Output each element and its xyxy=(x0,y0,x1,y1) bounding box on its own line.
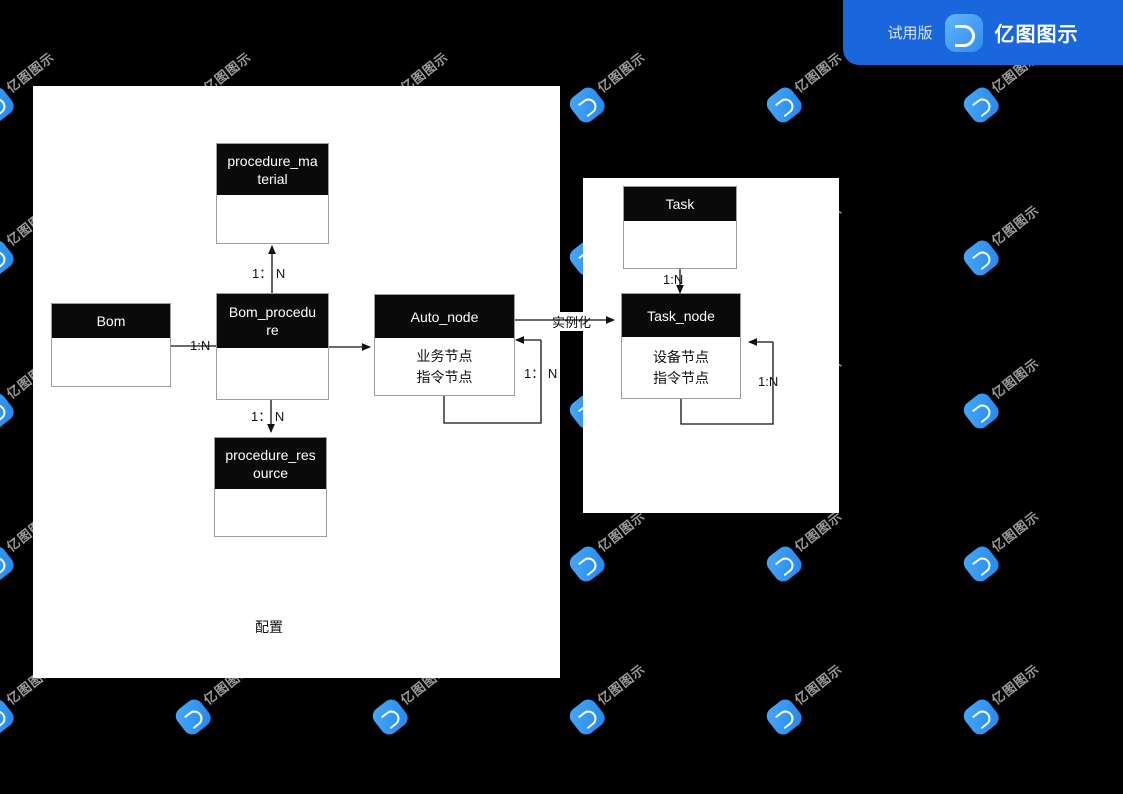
watermark-text: 亿图图示 xyxy=(989,509,1043,556)
entity-header: Task_node xyxy=(622,294,740,337)
trial-version-badge[interactable]: 试用版 亿图图示 xyxy=(843,0,1123,65)
watermark-text: 亿图图示 xyxy=(792,662,846,709)
watermark-text: 亿图图示 xyxy=(595,509,649,556)
edraw-watermark-icon xyxy=(763,695,806,739)
watermark-tile: 亿图图示 xyxy=(564,25,683,130)
entity-title-line1: procedure_ma xyxy=(227,152,318,169)
conn-label-auto-node-self: 1： N xyxy=(524,366,558,381)
entity-title-line1: procedure_res xyxy=(225,446,316,463)
edraw-watermark-icon xyxy=(0,389,18,433)
entity-title: Bom xyxy=(96,313,126,329)
watermark-tile: 亿图图示 xyxy=(761,637,880,742)
entity-task-node[interactable]: Task_node 设备节点 指令节点 xyxy=(621,293,741,399)
entity-body xyxy=(217,348,328,399)
entity-title-line2: ource xyxy=(252,464,289,481)
edraw-watermark-icon xyxy=(0,695,18,739)
diagram-note-peizhi: 配置 xyxy=(255,619,283,635)
edraw-watermark-icon xyxy=(172,695,215,739)
edraw-watermark-icon xyxy=(566,83,609,127)
entity-procedure-resource[interactable]: procedure_res ource xyxy=(214,437,327,537)
entity-header: procedure_res ource xyxy=(215,438,326,489)
entity-body xyxy=(217,195,328,243)
entity-body-line1: 设备节点 xyxy=(653,348,709,365)
entity-header: Auto_node xyxy=(375,295,514,338)
watermark-text: 亿图图示 xyxy=(595,662,649,709)
watermark-tile: 亿图图示 xyxy=(958,637,1077,742)
entity-title-line2: re xyxy=(266,322,279,338)
entity-body xyxy=(624,221,736,268)
entity-bom[interactable]: Bom xyxy=(51,303,171,387)
watermark-tile: 亿图图示 xyxy=(958,331,1077,436)
entity-header: Task xyxy=(624,187,736,221)
conn-label-task-to-task-node: 1:N xyxy=(663,272,684,287)
entity-body-line2: 指令节点 xyxy=(653,369,709,386)
watermark-text: 亿图图示 xyxy=(792,50,846,97)
entity-header: Bom xyxy=(52,304,170,338)
edraw-watermark-icon xyxy=(763,542,806,586)
conn-label-instantiate: 实例化 xyxy=(549,312,595,331)
conn-label-bp-to-procedure-resource: 1： N xyxy=(251,409,285,424)
watermark-text: 亿图图示 xyxy=(989,662,1043,709)
edraw-watermark-icon xyxy=(0,236,18,280)
edraw-watermark-icon xyxy=(960,695,1003,739)
watermark-tile: 亿图图示 xyxy=(958,484,1077,589)
entity-title: Task xyxy=(665,196,695,212)
edraw-logo-icon xyxy=(944,13,983,52)
entity-header: procedure_ma terial xyxy=(217,144,328,195)
edraw-watermark-icon xyxy=(566,542,609,586)
edraw-watermark-icon xyxy=(0,542,18,586)
conn-label-bom-to-bom-procedure: 1:N xyxy=(190,338,211,353)
conn-label-task-node-self: 1:N xyxy=(758,374,779,389)
entity-auto-node[interactable]: Auto_node 业务节点 指令节点 xyxy=(374,294,515,396)
edraw-watermark-icon xyxy=(960,542,1003,586)
edraw-watermark-icon xyxy=(369,695,412,739)
entity-body: 设备节点 指令节点 xyxy=(622,337,740,398)
edraw-watermark-icon xyxy=(763,83,806,127)
watermark-text: 亿图图示 xyxy=(595,50,649,97)
entity-title-line1: Bom_procedu xyxy=(228,304,317,320)
entity-bom-procedure[interactable]: Bom_procedu re xyxy=(216,293,329,400)
watermark-text: 亿图图示 xyxy=(989,356,1043,403)
entity-procedure-material[interactable]: procedure_ma terial xyxy=(216,143,329,244)
watermark-tile: 亿图图示 xyxy=(564,637,683,742)
edraw-watermark-icon xyxy=(566,695,609,739)
conn-label-bp-to-procedure-material: 1： N xyxy=(252,266,286,281)
entity-title-line2: terial xyxy=(257,170,288,187)
trial-label: 试用版 xyxy=(887,25,933,42)
brand-label: 亿图图示 xyxy=(994,24,1079,46)
entity-title: Auto_node xyxy=(410,308,479,325)
entity-body xyxy=(215,489,326,536)
edraw-watermark-icon xyxy=(960,389,1003,433)
edraw-watermark-icon xyxy=(0,83,18,127)
entity-header: Bom_procedu re xyxy=(217,294,328,348)
entity-body xyxy=(52,338,170,386)
entity-body-line2: 指令节点 xyxy=(416,368,473,385)
watermark-tile: 亿图图示 xyxy=(958,178,1077,283)
entity-body: 业务节点 指令节点 xyxy=(375,338,514,395)
watermark-text: 亿图图示 xyxy=(792,509,846,556)
entity-task[interactable]: Task xyxy=(623,186,737,269)
edraw-watermark-icon xyxy=(960,236,1003,280)
edraw-watermark-icon xyxy=(960,83,1003,127)
entity-title: Task_node xyxy=(647,307,715,324)
watermark-text: 亿图图示 xyxy=(989,203,1043,250)
entity-body-line1: 业务节点 xyxy=(416,347,473,364)
